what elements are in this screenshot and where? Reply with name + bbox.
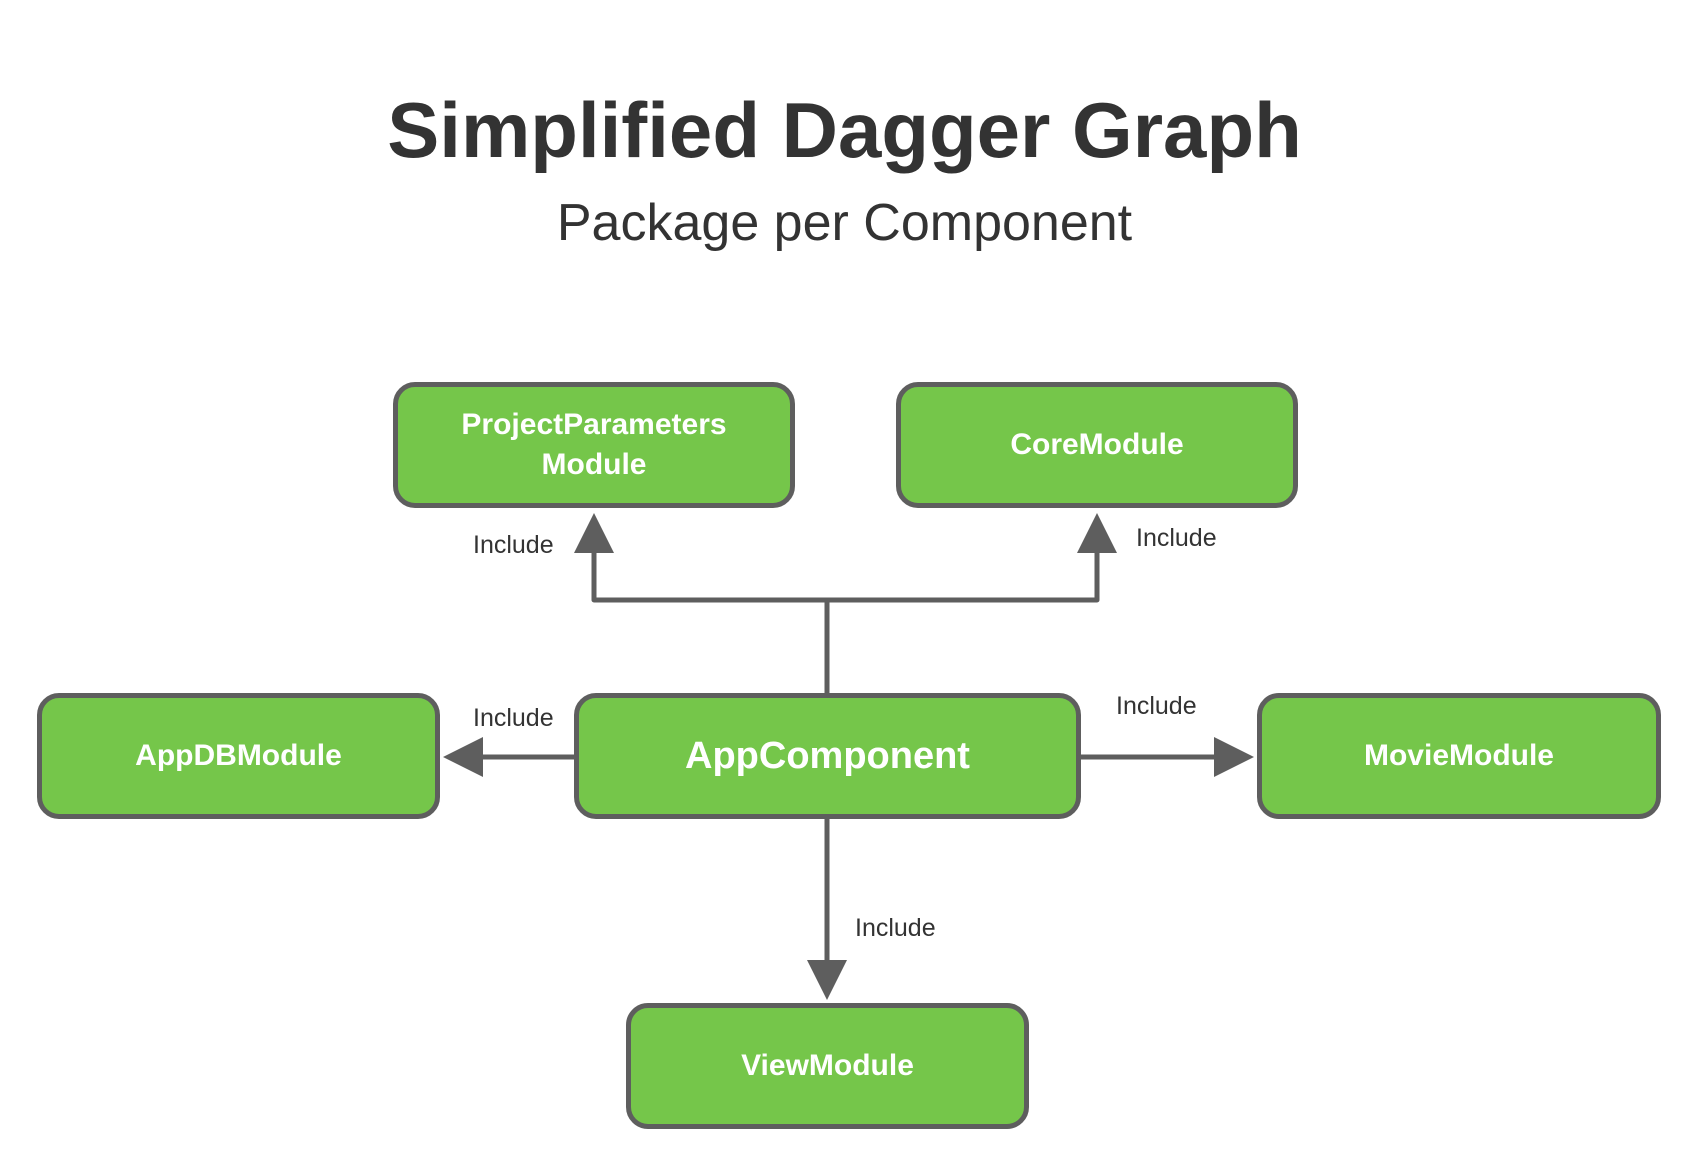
core-module-label: CoreModule — [1010, 428, 1184, 461]
app-component-label: AppComponent — [685, 735, 970, 777]
edge-label-view: Include — [855, 914, 936, 942]
diagram-subtitle: Package per Component — [556, 194, 1133, 252]
app-db-module-node[interactable]: AppDBModule — [37, 693, 440, 819]
edge-label-movie: Include — [1116, 692, 1197, 720]
project-parameters-module-label: ProjectParameters Module — [461, 408, 727, 481]
diagram-title: Simplified Dagger Graph — [387, 86, 1302, 174]
view-module-node[interactable]: ViewModule — [626, 1003, 1029, 1129]
edge-label-app-db: Include — [473, 704, 554, 732]
edge-label-core: Include — [1136, 524, 1217, 552]
connector-to-project-parameters — [574, 513, 827, 603]
app-db-module-label: AppDBModule — [135, 739, 342, 772]
connector-to-core — [827, 513, 1117, 603]
project-parameters-module-node[interactable]: ProjectParameters Module — [393, 382, 795, 508]
core-module-node[interactable]: CoreModule — [896, 382, 1298, 508]
movie-module-node[interactable]: MovieModule — [1257, 693, 1661, 819]
app-component-node[interactable]: AppComponent — [574, 693, 1081, 819]
edge-label-project-parameters: Include — [473, 531, 554, 559]
movie-module-label: MovieModule — [1363, 739, 1554, 772]
view-module-label: ViewModule — [741, 1049, 914, 1082]
